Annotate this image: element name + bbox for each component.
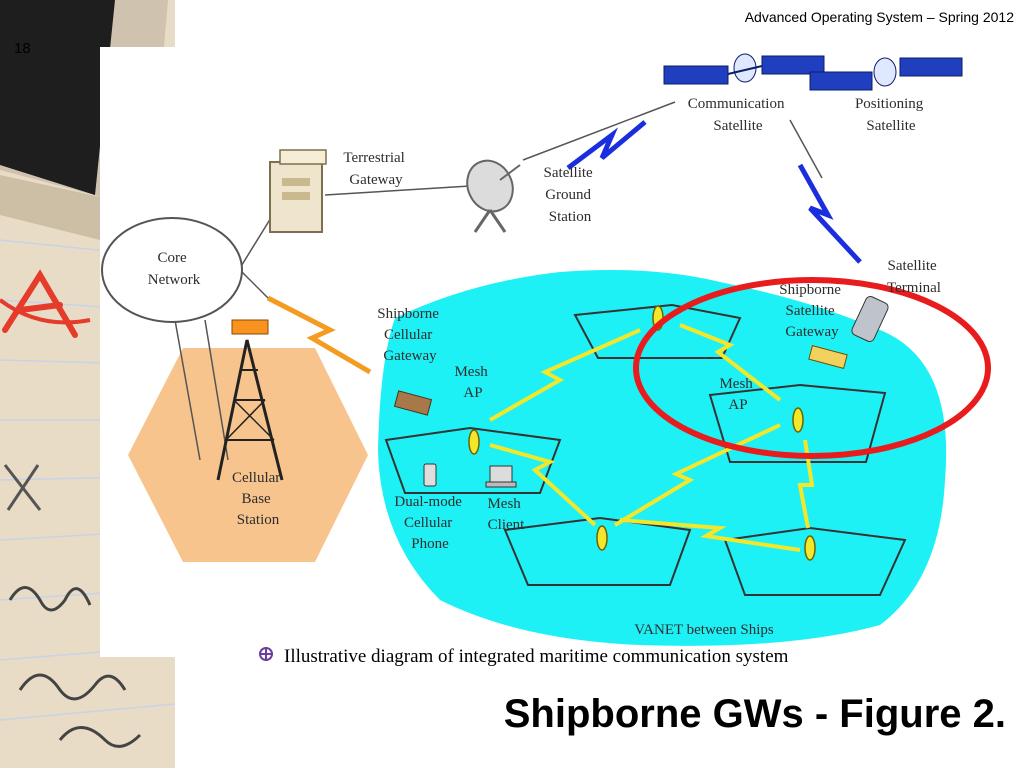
shipborne-satellite-gateway-icon: [808, 344, 848, 370]
label-satellite-terminal: Satellite Terminal: [887, 258, 941, 296]
mesh-client-laptop-icon: [485, 465, 517, 488]
label-terrestrial-gateway: Terrestrial Gateway: [343, 150, 408, 188]
cellular-coverage-hexagon: [128, 348, 368, 562]
label-vanet: VANET between Ships: [634, 622, 774, 638]
satellite-link-bolt-2: [797, 163, 862, 264]
label-positioning-satellite: Positioning Satellite: [855, 96, 927, 134]
dual-mode-phone-icon: [423, 463, 437, 487]
shipborne-cellular-gateway-icon: [393, 390, 433, 416]
cellular-link-bolt: [266, 295, 372, 375]
highlight-circle: [633, 277, 991, 459]
mesh-ap-antenna: [468, 429, 480, 455]
diagram-panel: Communication Satellite Positioning Sate…: [100, 47, 1024, 657]
ship-hull: [723, 526, 907, 596]
terrestrial-gateway-icon: [269, 149, 327, 233]
label-shipborne-cellular-gateway: Shipborne Cellular Gateway: [377, 306, 442, 364]
bullet-icon: [258, 646, 284, 668]
mesh-ap-antenna: [804, 535, 816, 561]
cellular-tower-icon: [216, 319, 284, 481]
mesh-ap-antenna: [596, 525, 608, 551]
label-dual-mode-phone: Dual-mode Cellular Phone: [394, 494, 465, 552]
label-shipborne-satellite-gateway: Shipborne Satellite Gateway: [779, 282, 844, 340]
label-communication-satellite: Communication Satellite: [688, 96, 788, 134]
ship-hull: [503, 516, 692, 586]
satellite-link-bolt: [566, 120, 647, 170]
mesh-ap-antenna: [792, 407, 804, 433]
caption-text: Illustrative diagram of integrated marit…: [284, 646, 789, 667]
label-cellular-base-station: Cellular Base Station: [232, 470, 284, 528]
label-core-network: Core Network: [148, 250, 201, 288]
satellite-terminal-icon: [851, 296, 889, 342]
label-mesh-ap-left: Mesh AP: [454, 364, 491, 401]
slide-number: 18: [14, 40, 31, 57]
label-satellite-ground-station: Satellite Ground Station: [544, 165, 597, 225]
caption-bullet-item: Illustrative diagram of integrated marit…: [258, 646, 788, 668]
label-mesh-ap-right: Mesh AP: [719, 376, 756, 413]
sea-area: [378, 269, 947, 646]
ship-hull: [384, 426, 562, 494]
label-mesh-client: Mesh Client: [487, 496, 525, 533]
core-network-node: [101, 217, 243, 323]
communication-satellite-icon: [663, 53, 825, 85]
positioning-satellite-icon: [809, 57, 963, 91]
maritime-network-diagram: Communication Satellite Positioning Sate…: [101, 53, 991, 646]
slide-title: Shipborne GWs - Figure 2.: [503, 692, 1006, 736]
course-header: Advanced Operating System – Spring 2012: [744, 9, 1014, 25]
satellite-dish-icon: [466, 159, 521, 233]
